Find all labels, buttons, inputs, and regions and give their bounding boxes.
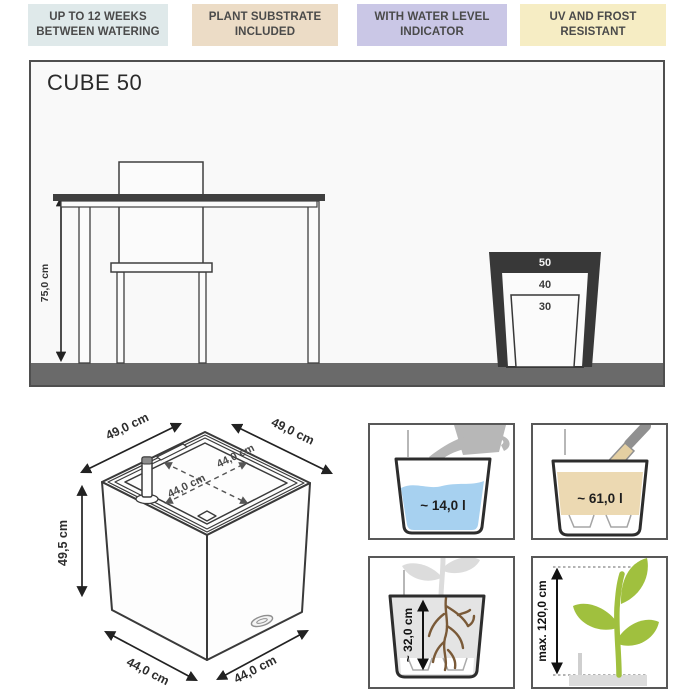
size-label-30: 30: [539, 301, 551, 313]
badge-line: UV AND FROST: [549, 10, 637, 23]
water-fill: [401, 481, 484, 530]
table-height-dimension: 75,0 cm: [39, 195, 67, 363]
plant-silhouette: [402, 558, 480, 599]
room-scene-drawing: 75,0 cm 50 40: [31, 161, 663, 385]
substrate-volume-label: ~ 61,0 l: [577, 491, 622, 506]
feature-badge-water-indicator: WITH WATER LEVEL INDICATOR: [357, 4, 507, 46]
info-panel-water-volume: ~ 14,0 l: [368, 423, 515, 540]
logo-badge-icon: [250, 614, 274, 628]
size-comparison-panel: CUBE 50 75,0 cm: [29, 60, 665, 387]
feature-badge-substrate: PLANT SUBSTRATE INCLUDED: [192, 4, 338, 46]
cube-height-label: 49,5 cm: [56, 520, 70, 566]
product-title: CUBE 50: [47, 70, 143, 95]
cube-dimension-drawing: 44,0 cm 44,0 cm 49,0 cm 49,0 cm 49,5 cm …: [30, 410, 365, 700]
badge-line: INDICATOR: [400, 26, 464, 38]
table-icon: [53, 194, 325, 364]
drain-plug-icon: [197, 510, 217, 522]
badge-line: RESISTANT: [560, 26, 626, 38]
badge-line: UP TO 12 WEEKS: [49, 10, 147, 23]
badge-line: BETWEEN WATERING: [36, 26, 160, 38]
floor-strip: [31, 363, 663, 385]
size-label-50: 50: [539, 257, 551, 269]
feature-badge-watering-interval: UP TO 12 WEEKS BETWEEN WATERING: [28, 4, 168, 46]
edge-bottom-right-label: 44,0 cm: [232, 653, 279, 686]
outer-dimension-arrows: [76, 422, 333, 682]
badge-line: WITH WATER LEVEL: [374, 10, 490, 23]
plant-icon: [573, 558, 659, 678]
planter-size-30: [510, 294, 580, 368]
watering-can-icon: [429, 425, 510, 464]
size-label-40: 40: [539, 279, 551, 291]
chair-backrest: [118, 161, 204, 265]
substrate-fill: [557, 472, 643, 515]
edge-top-left-label: 49,0 cm: [104, 413, 151, 443]
cube-body: [101, 431, 311, 661]
planter-base: [569, 675, 647, 686]
table-height-label: 75,0 cm: [39, 264, 51, 303]
max-plant-height-label: max. 120,0 cm: [535, 580, 549, 661]
roots-icon: [427, 596, 476, 672]
nested-planters: 50 40 30: [489, 252, 601, 368]
liner-notch: [568, 514, 595, 528]
badge-line: PLANT SUBSTRATE: [208, 10, 322, 23]
water-volume-label: ~ 14,0 l: [420, 498, 465, 513]
info-panel-substrate-volume: ~ 61,0 l: [531, 423, 668, 540]
chair-icon: [110, 262, 213, 364]
feature-badge-uv-frost: UV AND FROST RESISTANT: [520, 4, 666, 46]
info-panel-planting-depth: ~ 32,0 cm: [368, 556, 515, 689]
edge-bottom-left-label: 44,0 cm: [124, 655, 171, 688]
liner-notch: [605, 514, 632, 528]
info-panel-max-plant-height: max. 120,0 cm: [531, 556, 668, 689]
planting-depth-label: ~ 32,0 cm: [401, 608, 415, 662]
badge-line: INCLUDED: [234, 26, 296, 38]
edge-top-right-label: 49,0 cm: [269, 415, 316, 448]
water-indicator-stick: [578, 653, 582, 675]
